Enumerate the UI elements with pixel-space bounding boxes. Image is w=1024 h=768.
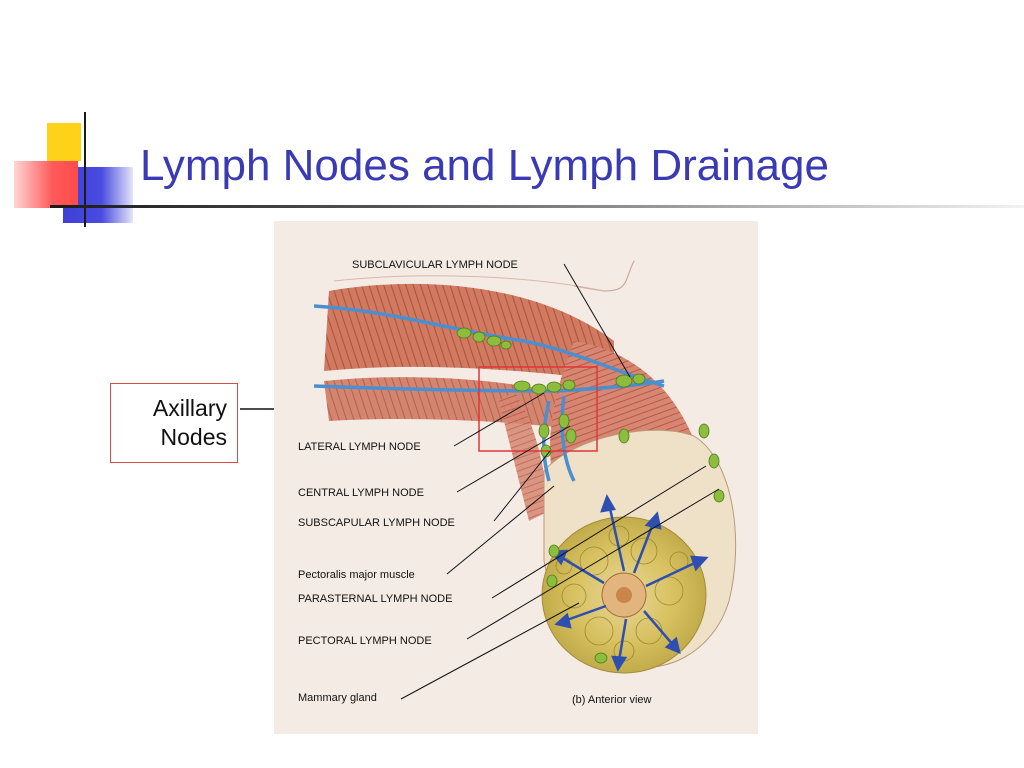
accent-square-yellow bbox=[47, 123, 81, 161]
accent-vertical-rule bbox=[84, 112, 86, 227]
label-subclavicular: SUBCLAVICULAR LYMPH NODE bbox=[352, 259, 518, 271]
shoulder-outline bbox=[333, 275, 605, 292]
label-anterior-view: (b) Anterior view bbox=[572, 694, 652, 706]
axillary-nodes-callout: Axillary Nodes bbox=[110, 383, 238, 463]
slide-title: Lymph Nodes and Lymph Drainage bbox=[140, 141, 829, 190]
axillary-highlight-box bbox=[478, 366, 598, 452]
leader-lines bbox=[400, 263, 720, 700]
nipple bbox=[616, 587, 632, 603]
neck-outline bbox=[573, 260, 635, 292]
label-pectoralis: Pectoralis major muscle bbox=[298, 569, 415, 581]
label-parasternal: PARASTERNAL LYMPH NODE bbox=[298, 593, 452, 605]
callout-text: Axillary Nodes bbox=[153, 394, 227, 452]
lymph-nodes bbox=[456, 327, 725, 664]
label-subscapular: SUBSCAPULAR LYMPH NODE bbox=[298, 517, 455, 529]
lymph-anatomy-figure: SUBCLAVICULAR LYMPH NODE LATERAL LYMPH N… bbox=[274, 221, 758, 734]
chest-wall-muscle bbox=[499, 391, 549, 521]
label-mammary: Mammary gland bbox=[298, 692, 377, 704]
callout-line-1: Axillary bbox=[152, 395, 227, 421]
label-lateral: LATERAL LYMPH NODE bbox=[298, 441, 421, 453]
label-pectoral: PECTORAL LYMPH NODE bbox=[298, 635, 432, 647]
drainage-arrows bbox=[549, 494, 709, 672]
label-central: CENTRAL LYMPH NODE bbox=[298, 487, 424, 499]
accent-square-red bbox=[14, 161, 78, 208]
callout-line-2: Nodes bbox=[160, 424, 227, 450]
title-underline-rule bbox=[50, 205, 1024, 208]
